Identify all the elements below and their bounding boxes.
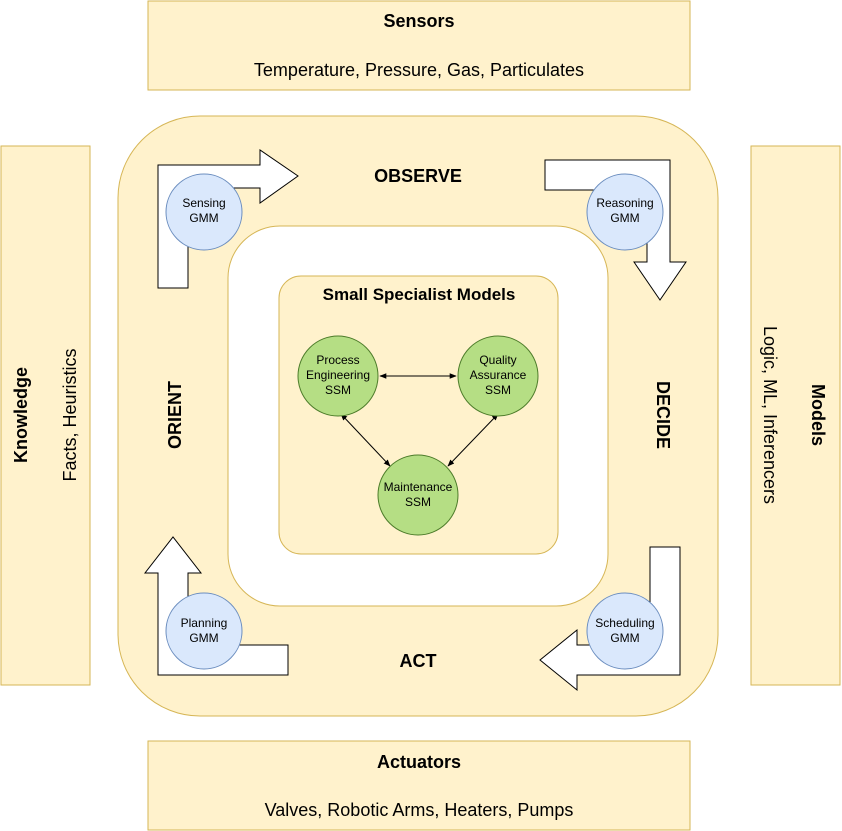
- quality-ssm-line2: Assurance: [470, 368, 527, 382]
- models-panel: Models Logic, ML, Inferencers: [750, 145, 841, 686]
- reasoning-gmm-line1: Reasoning: [596, 196, 653, 210]
- stage-observe: OBSERVE: [374, 166, 462, 186]
- scheduling-gmm: Scheduling GMM: [586, 592, 664, 670]
- planning-gmm-line1: Planning: [181, 616, 228, 630]
- knowledge-title: Knowledge: [11, 367, 31, 463]
- knowledge-panel: Knowledge Facts, Heuristics: [0, 145, 91, 686]
- actuators-subtitle: Valves, Robotic Arms, Heaters, Pumps: [265, 800, 574, 820]
- stage-decide: DECIDE: [653, 381, 673, 449]
- models-subtitle: Logic, ML, Inferencers: [760, 326, 780, 504]
- process-ssm-line2: Engineering: [306, 368, 370, 382]
- planning-gmm-line2: GMM: [189, 631, 218, 645]
- maintenance-ssm-line2: SSM: [405, 495, 431, 509]
- maintenance-ssm: Maintenance SSM: [377, 454, 459, 536]
- knowledge-subtitle: Facts, Heuristics: [60, 348, 80, 481]
- reasoning-gmm: Reasoning GMM: [586, 173, 664, 251]
- connector-process-maintenance: [340, 413, 391, 467]
- sensing-gmm: Sensing GMM: [165, 173, 243, 251]
- sensing-gmm-line1: Sensing: [182, 196, 225, 210]
- sensors-panel: Sensors Temperature, Pressure, Gas, Part…: [147, 0, 691, 91]
- sensors-subtitle: Temperature, Pressure, Gas, Particulates: [254, 60, 584, 80]
- scheduling-gmm-line2: GMM: [610, 631, 639, 645]
- process-ssm-line1: Process: [316, 353, 359, 367]
- stage-orient: ORIENT: [165, 381, 185, 449]
- process-engineering-ssm: Process Engineering SSM: [297, 335, 379, 417]
- process-ssm-line3: SSM: [325, 383, 351, 397]
- actuators-panel: Actuators Valves, Robotic Arms, Heaters,…: [147, 740, 691, 831]
- reasoning-gmm-line2: GMM: [610, 211, 639, 225]
- models-title: Models: [808, 384, 828, 446]
- ssm-connectors: [340, 373, 499, 467]
- quality-assurance-ssm: Quality Assurance SSM: [457, 335, 539, 417]
- quality-ssm-line1: Quality: [479, 353, 516, 367]
- actuators-title: Actuators: [377, 752, 461, 772]
- specialist-models-title: Small Specialist Models: [323, 285, 516, 304]
- sensors-title: Sensors: [383, 11, 454, 31]
- planning-gmm: Planning GMM: [165, 592, 243, 670]
- connector-quality-maintenance: [447, 413, 499, 467]
- maintenance-ssm-line1: Maintenance: [384, 480, 453, 494]
- scheduling-gmm-line1: Scheduling: [595, 616, 654, 630]
- sensing-gmm-line2: GMM: [189, 211, 218, 225]
- stage-act: ACT: [400, 651, 437, 671]
- quality-ssm-line3: SSM: [485, 383, 511, 397]
